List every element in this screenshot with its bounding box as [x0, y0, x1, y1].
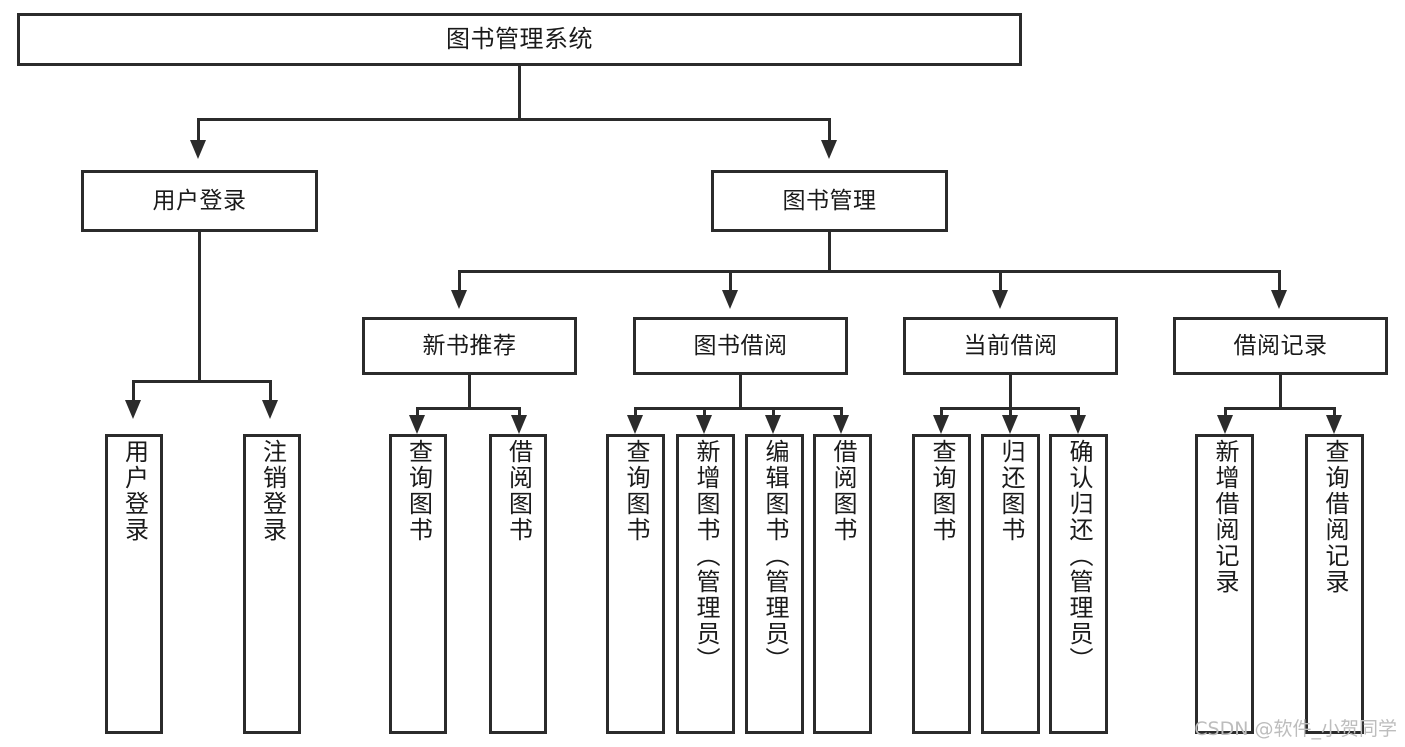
node-label: 新增图书（管理员） — [691, 439, 720, 673]
connector-bb-drop-2 — [703, 407, 706, 419]
node-new-book-recommend[interactable]: 新书推荐 — [362, 317, 577, 375]
leaf-bb-query-book[interactable]: 查询图书 — [606, 434, 665, 734]
arrowhead-borrow-record — [1271, 290, 1287, 309]
connector-bm-drop-4 — [1278, 270, 1281, 292]
arrowhead-br-leaf-1 — [1217, 415, 1233, 434]
arrowhead-br-leaf-2 — [1326, 415, 1342, 434]
leaf-bb-edit-book-admin[interactable]: 编辑图书（管理员） — [745, 434, 804, 734]
arrowhead-nbr-leaf-2 — [511, 415, 527, 434]
connector-bb-drop-3 — [772, 407, 775, 419]
node-label: 查询借阅记录 — [1320, 439, 1349, 595]
connector-br-bus — [1224, 407, 1336, 410]
connector-root-drop-left — [197, 118, 200, 142]
connector-cb-drop-3 — [1077, 407, 1080, 419]
arrowhead-bb-leaf-4 — [833, 415, 849, 434]
arrowhead-nbr-leaf-1 — [409, 415, 425, 434]
arrowhead-leaf-user-login — [125, 400, 141, 419]
leaf-nbr-query-book[interactable]: 查询图书 — [389, 434, 447, 734]
arrowhead-user-login — [190, 140, 206, 159]
node-label: 借阅图书 — [828, 439, 857, 543]
connector-book-management-bus — [458, 270, 1281, 273]
node-label: 编辑图书（管理员） — [760, 439, 789, 673]
node-label: 查询图书 — [927, 439, 956, 543]
node-label: 确认归还（管理员） — [1064, 439, 1093, 673]
connector-br-stem — [1279, 375, 1282, 407]
leaf-nbr-borrow-book[interactable]: 借阅图书 — [489, 434, 547, 734]
node-label: 新书推荐 — [422, 332, 517, 359]
node-label: 图书管理系统 — [446, 24, 593, 53]
node-label: 新增借阅记录 — [1210, 439, 1239, 595]
connector-br-drop-2 — [1333, 407, 1336, 419]
connector-user-login-drop-2 — [269, 380, 272, 402]
connector-root-bus — [197, 118, 831, 121]
arrowhead-bb-leaf-1 — [627, 415, 643, 434]
node-book-management[interactable]: 图书管理 — [711, 170, 948, 232]
connector-bb-drop-1 — [634, 407, 637, 419]
node-label: 用户登录 — [120, 439, 149, 543]
node-user-login[interactable]: 用户登录 — [81, 170, 318, 232]
node-label: 用户登录 — [152, 187, 247, 214]
arrowhead-book-borrow — [722, 290, 738, 309]
node-current-borrow[interactable]: 当前借阅 — [903, 317, 1118, 375]
connector-nbr-drop-1 — [416, 407, 419, 419]
leaf-br-add-record[interactable]: 新增借阅记录 — [1195, 434, 1254, 734]
leaf-br-query-record[interactable]: 查询借阅记录 — [1305, 434, 1364, 734]
connector-cb-drop-1 — [940, 407, 943, 419]
connector-nbr-drop-2 — [518, 407, 521, 419]
connector-user-login-bus — [132, 380, 269, 383]
connector-cb-stem — [1009, 375, 1012, 407]
leaf-cb-return-book[interactable]: 归还图书 — [981, 434, 1040, 734]
leaf-cb-query-book[interactable]: 查询图书 — [912, 434, 971, 734]
node-label: 归还图书 — [996, 439, 1025, 543]
connector-nbr-bus — [416, 407, 521, 410]
node-label: 图书借阅 — [693, 332, 788, 359]
connector-cb-drop-2 — [1009, 407, 1012, 419]
connector-br-drop-1 — [1224, 407, 1227, 419]
arrowhead-cb-leaf-1 — [933, 415, 949, 434]
node-book-borrow[interactable]: 图书借阅 — [633, 317, 848, 375]
leaf-logout-login[interactable]: 注销登录 — [243, 434, 301, 734]
arrowhead-bb-leaf-2 — [696, 415, 712, 434]
connector-user-login-drop-1 — [132, 380, 135, 402]
node-label: 当前借阅 — [963, 332, 1058, 359]
arrowhead-new-book-recommend — [451, 290, 467, 309]
connector-root-stem — [518, 66, 521, 118]
leaf-cb-confirm-return-admin[interactable]: 确认归还（管理员） — [1049, 434, 1108, 734]
leaf-user-login[interactable]: 用户登录 — [105, 434, 163, 734]
node-label: 借阅图书 — [504, 439, 533, 543]
connector-bb-stem — [739, 375, 742, 407]
node-label: 注销登录 — [258, 439, 287, 543]
connector-root-drop-right — [828, 118, 831, 142]
arrowhead-current-borrow — [992, 290, 1008, 309]
connector-book-management-stem — [828, 232, 831, 270]
arrowhead-bb-leaf-3 — [765, 415, 781, 434]
connector-bb-bus — [634, 407, 843, 410]
node-label: 借阅记录 — [1233, 332, 1328, 359]
connector-bm-drop-1 — [458, 270, 461, 292]
connector-bm-drop-2 — [729, 270, 732, 292]
arrowhead-book-management — [821, 140, 837, 159]
connector-nbr-stem — [468, 375, 471, 407]
arrowhead-cb-leaf-2 — [1002, 415, 1018, 434]
leaf-bb-borrow-book[interactable]: 借阅图书 — [813, 434, 872, 734]
arrowhead-leaf-logout-login — [262, 400, 278, 419]
node-label: 图书管理 — [782, 187, 877, 214]
connector-bb-drop-4 — [840, 407, 843, 419]
leaf-bb-add-book-admin[interactable]: 新增图书（管理员） — [676, 434, 735, 734]
connector-bm-drop-3 — [999, 270, 1002, 292]
node-label: 查询图书 — [621, 439, 650, 543]
connector-user-login-stem — [198, 232, 201, 380]
node-borrow-record[interactable]: 借阅记录 — [1173, 317, 1388, 375]
node-label: 查询图书 — [404, 439, 433, 543]
arrowhead-cb-leaf-3 — [1070, 415, 1086, 434]
node-book-management-system[interactable]: 图书管理系统 — [17, 13, 1022, 66]
